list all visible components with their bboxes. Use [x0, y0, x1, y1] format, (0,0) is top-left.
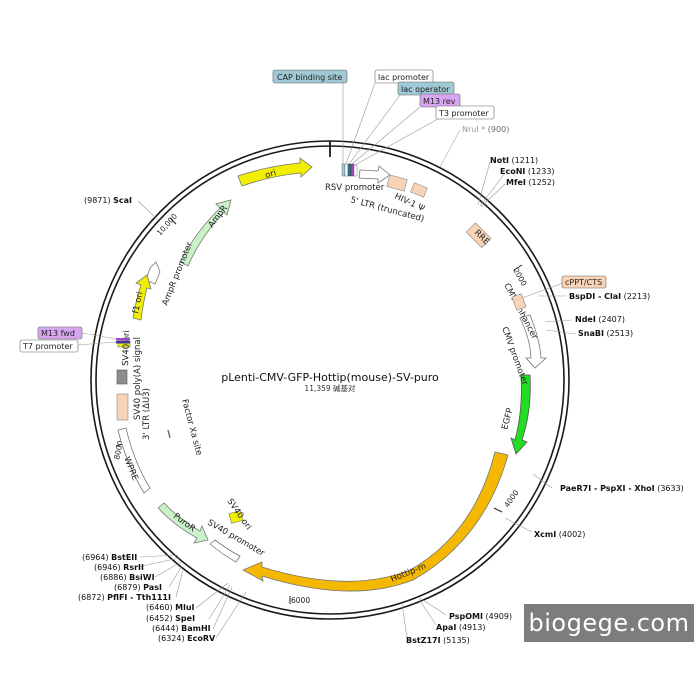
sv40-polya-feature [116, 369, 128, 385]
site-bsteii: (6964) BstEII [82, 553, 137, 562]
hottip-feature [242, 451, 509, 592]
cmv-promoter-label: CMV promoter [499, 326, 530, 387]
svg-text:T3 promoter: T3 promoter [438, 109, 489, 118]
sv40-polya-label: SV40 poly(A) signal [133, 337, 143, 420]
sv40-ori-left-label: SV40 ori [121, 330, 132, 366]
site-mfei: MfeI (1252) [506, 178, 555, 187]
site-mlui: (6460) MluI [146, 603, 195, 612]
ampr-feature [179, 199, 232, 267]
factor-xa-mark [167, 429, 171, 439]
site-bstz17i: BstZ17I (5135) [406, 636, 470, 645]
site-pflfi-tth111i: (6872) PflFI - Tth111I [78, 593, 171, 602]
ori-feature [237, 157, 313, 187]
f1-ori-feature [132, 274, 152, 321]
svg-text:CAP binding site: CAP binding site [277, 73, 342, 82]
left-tags: M13 fwd T7 promoter [19, 326, 117, 353]
site-pasi: (6879) PasI [114, 583, 162, 592]
sv40-promoter-label: SV40 promoter [206, 518, 267, 559]
factor-xa-label: Factor Xa site [179, 398, 204, 456]
site-ndei: NdeI (2407) [575, 315, 625, 324]
rsv-promoter-label: RSV promoter [325, 183, 385, 193]
m13-rev-mark [350, 163, 355, 177]
watermark: biogege.com [524, 604, 694, 642]
f1-ori-label: f1 ori [131, 291, 145, 315]
site-spei: (6452) SpeI [146, 614, 195, 623]
egfp-label: EGFP [500, 407, 515, 431]
tag-t7-promoter: T7 promoter [19, 339, 79, 353]
lac-promoter-mark [344, 163, 349, 177]
svg-text:M13 rev: M13 rev [423, 97, 456, 106]
site-bspdi-clai: BspDI - ClaI (2213) [569, 292, 650, 301]
svg-text:M13 fwd: M13 fwd [41, 329, 75, 338]
rsv-promoter-feature [358, 165, 391, 184]
top-tags: CAP binding site lac promoter lac operat… [272, 69, 495, 166]
site-noti: NotI (1211) [490, 156, 538, 165]
svg-text:T7 promoter: T7 promoter [22, 342, 73, 351]
site-paer7i-pspxi-xhoi: PaeR7I - PspXI - XhoI (3633) [560, 484, 684, 493]
sv40-promoter-feature [209, 539, 241, 563]
tick-6000: 6000 [291, 596, 310, 605]
features: ori AmpR AmpR promoter f1 ori SV40 ori S… [116, 157, 548, 592]
site-rsrii: (6946) RsrII [94, 563, 144, 572]
tag-lac-promoter: lac promoter [374, 69, 434, 84]
site-bsiwi: (6886) BsiWI [100, 573, 155, 582]
site-apai: ApaI (4913) [436, 623, 485, 632]
ampr-promoter-feature [145, 261, 161, 285]
lac-operator-mark [347, 163, 352, 177]
tag-m13-rev: M13 rev [419, 93, 461, 108]
puror-feature [157, 502, 209, 544]
site-pspomi: PspOMI (4909) [449, 612, 512, 621]
svg-text:cPPT/CTS: cPPT/CTS [565, 278, 602, 287]
ltr5-feature [386, 174, 408, 192]
rre-label: RRE [472, 228, 491, 247]
tag-m13-fwd: M13 fwd [37, 326, 83, 340]
hiv-psi-feature [410, 182, 428, 198]
plasmid-title: pLenti-CMV-GFP-Hottip(mouse)-SV-puro [221, 371, 439, 384]
svg-text:lac operator: lac operator [401, 85, 450, 94]
t7-promoter-mark [116, 341, 130, 344]
site-ecorv: (6324) EcoRV [158, 634, 216, 643]
t3-promoter-mark [353, 164, 358, 177]
tag-t3-promoter: T3 promoter [435, 105, 495, 120]
tag-lac-operator: lac operator [397, 81, 455, 96]
sv40-ori-inner-feature [228, 510, 244, 524]
tag-cap-binding-site: CAP binding site [272, 69, 348, 84]
cap-site-mark [341, 163, 346, 177]
ampr-promoter-label: AmpR promoter [161, 240, 196, 307]
site-econi: EcoNI (1233) [500, 167, 555, 176]
ori-label: ori [264, 168, 278, 181]
tick-4000: 4000 [502, 488, 520, 509]
ltr3-label: 3' LTR (ΔU3) [142, 388, 152, 440]
right-sites: NruI * (900) NotI (1211) EcoNI (1233) Mf… [401, 125, 684, 645]
svg-text:lac promoter: lac promoter [378, 73, 430, 82]
site-bamhi: (6444) BamHI [152, 624, 211, 633]
ampr-label: AmpR [206, 204, 230, 230]
ltr3-feature [116, 393, 129, 421]
wpre-feature [117, 427, 151, 494]
tick-2000: 2000 [511, 267, 528, 288]
cmv-promoter-feature [519, 314, 548, 369]
site-xcmi: XcmI (4002) [534, 530, 585, 539]
site-scai: (9871) ScaI [84, 196, 132, 205]
tick-10000: 10,000 [155, 212, 179, 238]
site-snabi: SnaBI (2513) [578, 329, 633, 338]
plasmid-size: 11,359 碱基对 [304, 383, 356, 393]
tag-cppt-cts: cPPT/CTS [521, 275, 607, 299]
m13-fwd-mark [116, 338, 130, 341]
rre-feature [465, 222, 492, 249]
left-sites: (9871) ScaI (6964) BstEII (6946) RsrII (… [78, 196, 247, 643]
backbone [90, 140, 570, 620]
egfp-feature [510, 374, 531, 455]
site-nrui: NruI * (900) [462, 125, 509, 134]
